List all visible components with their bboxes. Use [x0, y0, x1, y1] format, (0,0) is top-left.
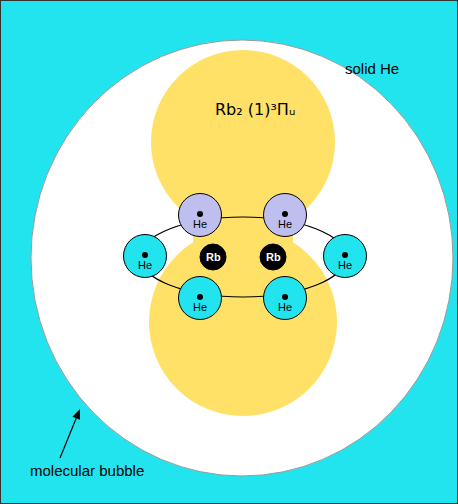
atom-circle	[263, 276, 307, 320]
atom-label: He	[192, 301, 208, 313]
helium-atom: He	[178, 276, 222, 320]
atom-circle	[178, 193, 222, 237]
he-disc	[179, 277, 222, 320]
he-disc	[264, 194, 307, 237]
region-label: solid He	[345, 60, 399, 77]
helium-atom: He	[263, 276, 307, 320]
nucleus-dot	[197, 294, 203, 300]
atom-label: He	[277, 218, 293, 230]
atom-circle	[323, 234, 367, 278]
callout-label: molecular bubble	[30, 462, 144, 479]
he-disc	[264, 277, 307, 320]
helium-ring	[140, 217, 346, 297]
helium-atom: He	[123, 234, 167, 278]
nucleus-dot	[142, 252, 148, 258]
atom-label: Rb	[266, 251, 281, 263]
atom-circle	[178, 276, 222, 320]
pointer-head	[73, 409, 81, 420]
atom-label: He	[337, 259, 353, 271]
rubidium-atom: Rb	[199, 243, 227, 271]
atom-label: Rb	[206, 251, 221, 263]
nucleus-dot	[197, 211, 203, 217]
atom-label: He	[137, 259, 153, 271]
he-disc	[324, 235, 367, 278]
nucleus-dot	[342, 252, 348, 258]
helium-atom: He	[178, 193, 222, 237]
nucleus-dot	[282, 294, 288, 300]
he-disc	[179, 194, 222, 237]
rb-disc	[260, 244, 286, 270]
atom-label: He	[192, 218, 208, 230]
bubble-outline	[31, 40, 453, 476]
nucleus-dot	[282, 211, 288, 217]
rb-disc	[200, 244, 226, 270]
rubidium-atom: Rb	[259, 243, 287, 271]
orbital-lobes: Rb₂ (1)³ΠᵤHeHeRbRbHeHe	[148, 48, 340, 418]
atom-label: He	[277, 301, 293, 313]
atom-circle	[123, 234, 167, 278]
state-label: Rb₂ (1)³Πᵤ	[215, 100, 295, 119]
pointer-line	[60, 418, 76, 458]
helium-atom: He	[323, 234, 367, 278]
atom-circle	[263, 193, 307, 237]
he-disc	[124, 235, 167, 278]
helium-atom: He	[263, 193, 307, 237]
